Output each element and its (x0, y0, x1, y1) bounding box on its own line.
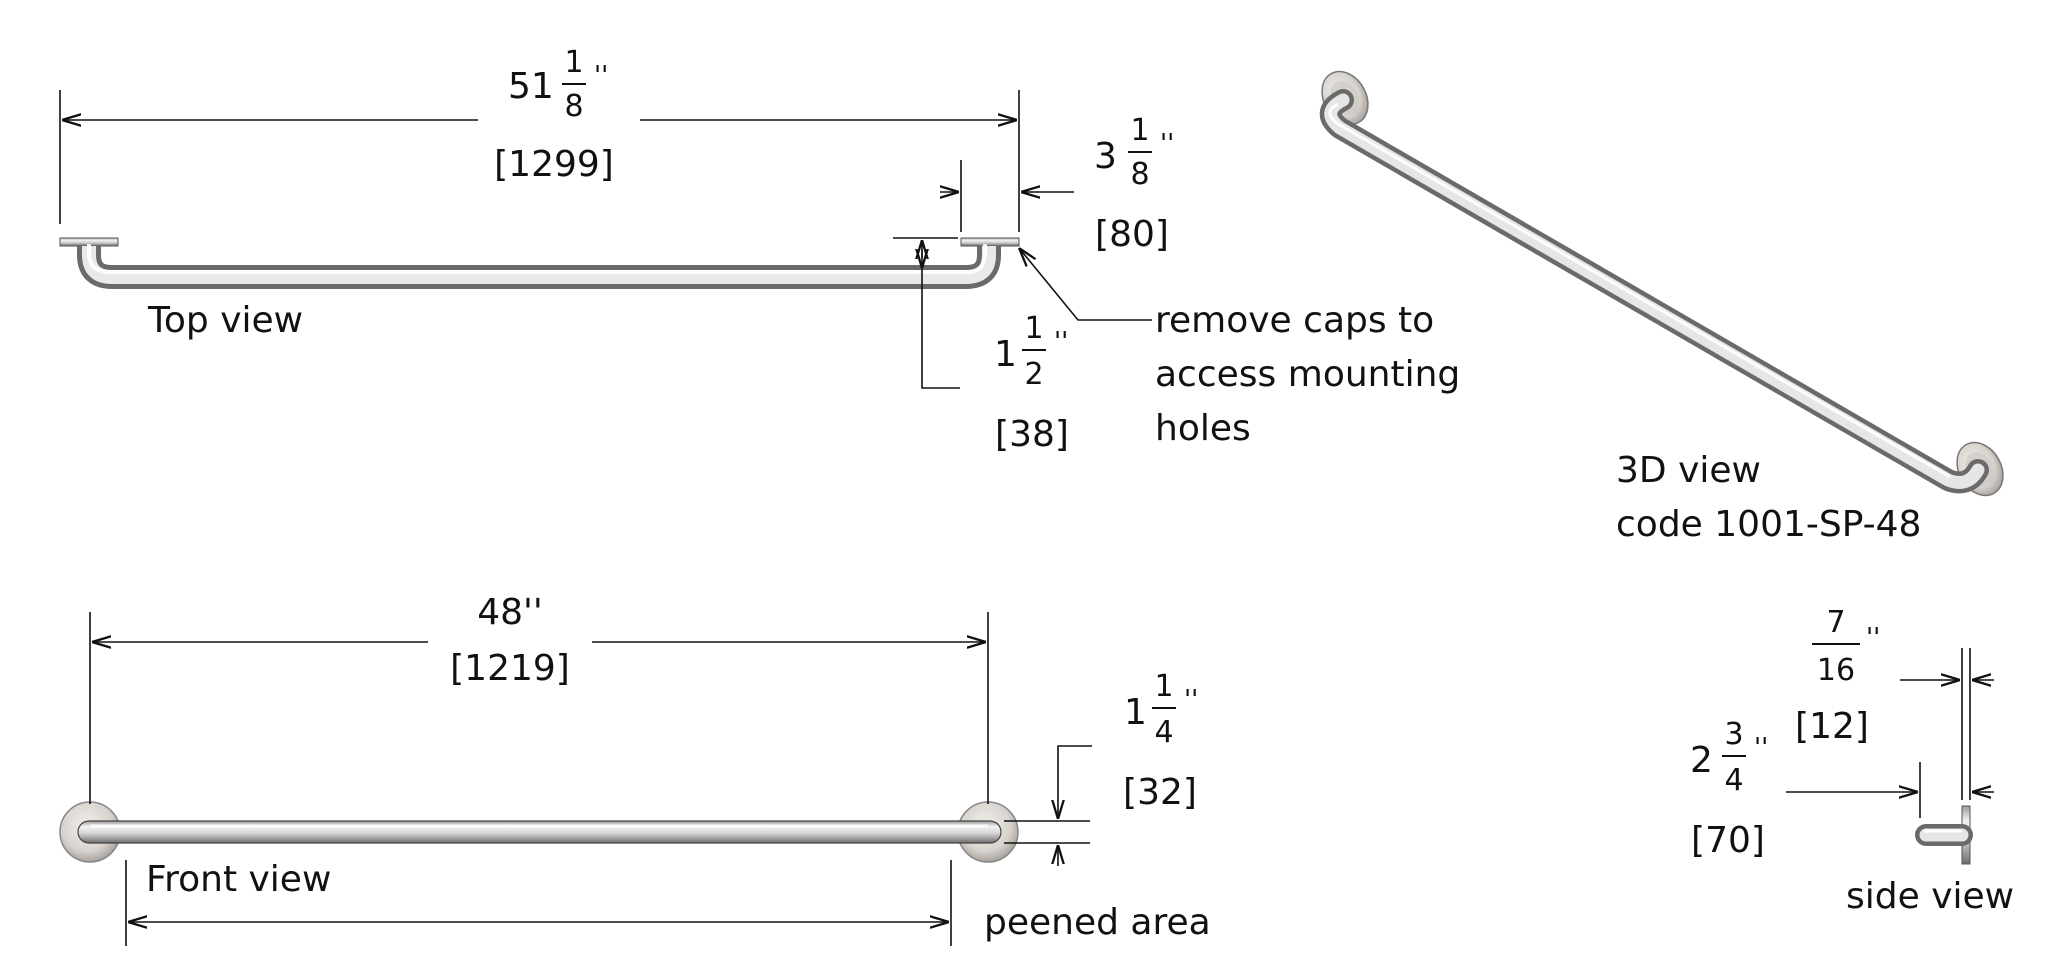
svg-text:[38]: [38] (995, 414, 1069, 455)
svg-text:4: 4 (1154, 715, 1173, 750)
peened-area-label: peened area (984, 902, 1211, 943)
svg-text:'': '' (1184, 685, 1198, 715)
svg-text:remove caps to: remove caps to (1155, 300, 1434, 341)
svg-text:'': '' (594, 61, 608, 91)
svg-text:'': '' (1754, 733, 1768, 763)
svg-text:2: 2 (1690, 740, 1713, 781)
flange-thickness-dimension: 7 16 '' [12] (1795, 605, 1994, 800)
svg-text:'': '' (1054, 327, 1068, 357)
svg-text:51: 51 (508, 66, 554, 107)
svg-text:[80]: [80] (1095, 214, 1169, 255)
front-view: Front view 48'' [1219] 1 1 4 '' [32] (59, 592, 1211, 946)
svg-text:1: 1 (994, 334, 1017, 375)
svg-text:[1299]: [1299] (494, 144, 614, 185)
svg-text:4: 4 (1724, 763, 1743, 798)
svg-text:1: 1 (1154, 669, 1173, 704)
svg-text:8: 8 (1130, 157, 1149, 192)
svg-text:8: 8 (564, 89, 583, 124)
wall-clearance-dimension: 1 1 2 '' [38] (893, 237, 1069, 455)
front-view-label: Front view (146, 859, 331, 900)
top-right-flange (960, 237, 1020, 247)
svg-text:1: 1 (564, 45, 583, 80)
svg-text:3: 3 (1094, 136, 1117, 177)
projection-dimension: 2 3 4 '' [70] (1690, 717, 1994, 861)
svg-text:16: 16 (1817, 653, 1855, 688)
remove-caps-note: remove caps to access mounting holes (1019, 248, 1460, 449)
side-view-label: side view (1846, 876, 2014, 917)
iso-tube (1319, 89, 1989, 494)
svg-text:holes: holes (1155, 408, 1251, 449)
svg-text:[32]: [32] (1123, 772, 1197, 813)
peened-area-dimension: peened area (125, 860, 1211, 946)
svg-text:2: 2 (1024, 357, 1043, 392)
flange-offset-dimension: 3 1 8 '' [80] (940, 113, 1174, 255)
svg-text:3: 3 (1724, 717, 1743, 752)
svg-text:1: 1 (1124, 692, 1147, 733)
iso-view-label: 3D view (1616, 450, 1761, 491)
top-view: Top view 51 1 8 '' [1299] 3 1 8 '' [80] (59, 45, 1460, 455)
svg-text:[12]: [12] (1795, 706, 1869, 747)
svg-text:[1219]: [1219] (450, 648, 570, 689)
svg-text:access mounting: access mounting (1155, 354, 1460, 395)
overall-length-dimension: 51 1 8 '' [1299] (59, 45, 1020, 232)
iso-view: 3D view code 1001-SP-48 (1319, 70, 2004, 545)
center-length-dimension: 48'' [1219] (89, 592, 989, 804)
svg-text:'': '' (1160, 129, 1174, 159)
tube-diameter-dimension: 1 1 4 '' [32] (1004, 669, 1198, 866)
side-view: side view 7 16 '' [12] 2 3 4 '' [70] (1690, 605, 2014, 917)
svg-text:48'': 48'' (477, 592, 543, 633)
svg-text:1: 1 (1024, 311, 1043, 346)
svg-text:1: 1 (1130, 113, 1149, 148)
top-view-label: Top view (147, 300, 303, 341)
svg-text:'': '' (1866, 623, 1880, 653)
front-tube (77, 820, 1002, 844)
svg-text:7: 7 (1826, 605, 1845, 640)
iso-view-code: code 1001-SP-48 (1616, 504, 1921, 545)
svg-text:[70]: [70] (1691, 820, 1765, 861)
